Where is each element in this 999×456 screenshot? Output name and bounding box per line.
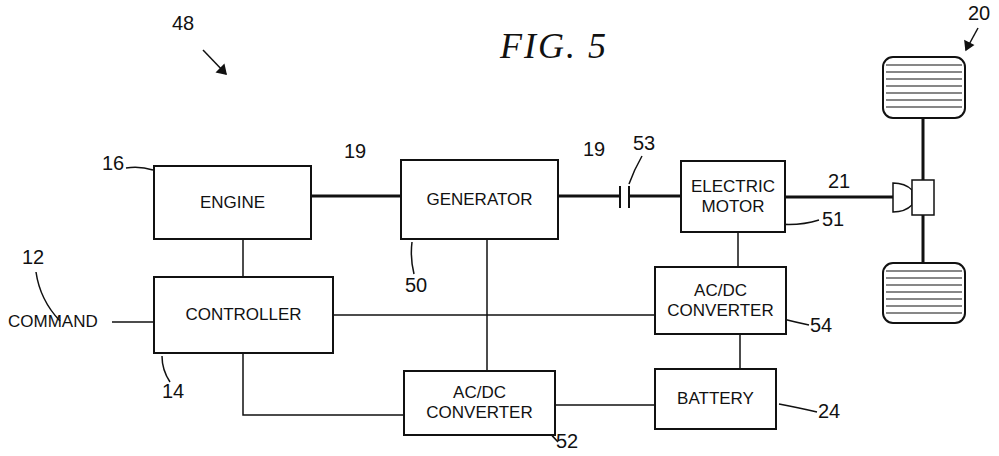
callout-number: 53 (633, 132, 655, 155)
callout-number: 21 (828, 170, 850, 193)
wire (739, 335, 741, 368)
box-label: AC/DC CONVERTER (656, 281, 785, 320)
generator-box: GENERATOR (400, 159, 559, 240)
leader-line (126, 167, 153, 170)
wire (242, 240, 244, 276)
axle (922, 118, 925, 263)
wheel (883, 57, 965, 118)
box-label: CONTROLLER (185, 305, 301, 325)
box-label: GENERATOR (426, 190, 532, 210)
callout-number: 24 (818, 400, 840, 423)
differential-housing (912, 180, 934, 215)
tread-line (886, 277, 962, 278)
callout-number: 14 (162, 380, 184, 403)
tread-line (886, 298, 962, 299)
clutch-symbol (620, 186, 629, 208)
tread-line (886, 312, 962, 313)
tread-line (886, 284, 962, 285)
callout-number: 54 (810, 314, 832, 337)
leader-arrow (203, 50, 226, 74)
converter-box: AC/DC CONVERTER (403, 370, 556, 436)
tread-line (886, 99, 962, 100)
tread-line (886, 85, 962, 86)
box-label: AC/DC CONVERTER (405, 383, 554, 422)
callout-number: 50 (405, 274, 427, 297)
tread-line (886, 270, 962, 271)
converter-box: AC/DC CONVERTER (654, 266, 787, 335)
tread-line (886, 64, 962, 65)
callout-number: 19 (344, 140, 366, 163)
controller-box: CONTROLLER (153, 276, 334, 354)
clutch-gap (620, 190, 629, 203)
wire (737, 233, 739, 266)
tread-line (886, 78, 962, 79)
tire-tread (886, 65, 962, 313)
wheel (883, 263, 965, 323)
callout-number: 52 (556, 430, 578, 453)
leader-line (411, 242, 414, 274)
callout-number: 12 (22, 246, 44, 269)
tread-line (886, 291, 962, 292)
wire (243, 354, 403, 415)
tread-line (886, 305, 962, 306)
tread-line (886, 92, 962, 93)
leader-line (629, 156, 642, 184)
wire (556, 404, 654, 406)
arrow-head (965, 41, 973, 50)
leader-line (162, 356, 170, 382)
drive-shaft (776, 196, 893, 199)
box-label: ENGINE (200, 193, 265, 213)
box-label: BATTERY (677, 389, 754, 409)
box-label: ELECTRIC MOTOR (682, 177, 784, 216)
callout-number: 51 (822, 208, 844, 231)
callout-number: 19 (583, 138, 605, 161)
engine-box: ENGINE (153, 165, 312, 240)
reference-number: 20 (968, 2, 990, 25)
command-line (112, 321, 153, 323)
differential (893, 183, 912, 212)
tread-line (886, 71, 962, 72)
tread-line (886, 106, 962, 107)
figure-title: FIG. 5 (500, 26, 608, 67)
battery-box: BATTERY (654, 368, 777, 430)
motor-box: ELECTRIC MOTOR (680, 160, 786, 233)
arrow-head (217, 65, 226, 74)
leader-line (779, 404, 817, 412)
callout-number: 16 (102, 152, 124, 175)
leader-arrow (966, 28, 978, 50)
shaft-line (312, 195, 400, 198)
reference-number: 48 (172, 12, 194, 35)
wire (486, 240, 488, 370)
wire (334, 314, 654, 316)
signal-name: COMMAND (8, 312, 98, 332)
